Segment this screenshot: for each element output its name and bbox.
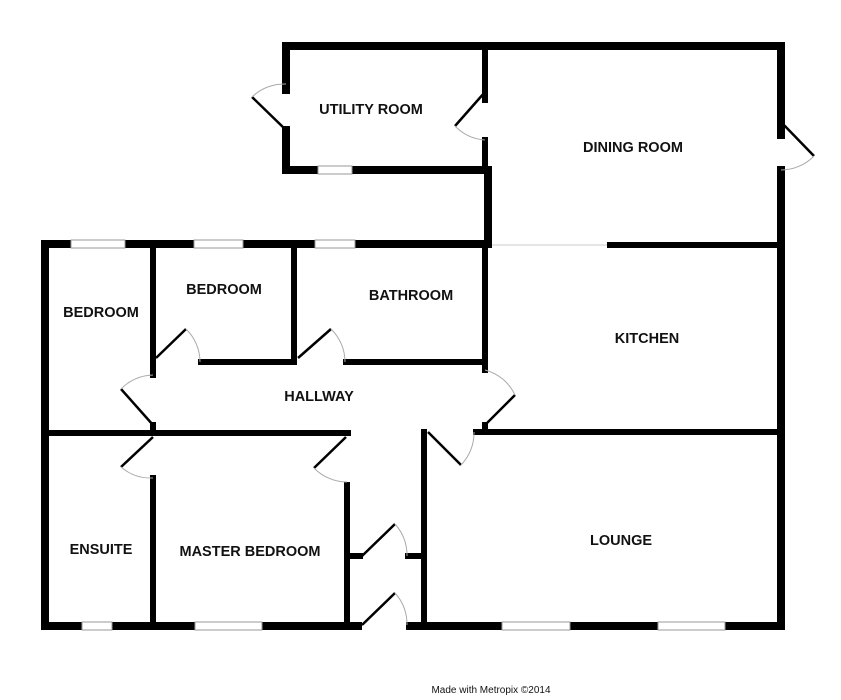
- room-labels: UTILITY ROOM DINING ROOM BEDROOM BEDROOM…: [63, 102, 683, 560]
- room-label-master-bedroom: MASTER BEDROOM: [180, 544, 321, 560]
- room-label-bedroom-1: BEDROOM: [63, 305, 139, 321]
- room-label-bathroom: BATHROOM: [369, 288, 453, 304]
- room-label-bedroom-2: BEDROOM: [186, 282, 262, 298]
- footer-credit: Made with Metropix ©2014: [431, 685, 551, 696]
- doors: [120, 83, 815, 626]
- room-label-utility: UTILITY ROOM: [319, 102, 423, 118]
- room-label-kitchen: KITCHEN: [615, 331, 679, 347]
- windows: [70, 165, 726, 631]
- walls: [41, 42, 785, 630]
- room-label-ensuite: ENSUITE: [70, 542, 133, 558]
- room-label-lounge: LOUNGE: [590, 533, 652, 549]
- room-label-hallway: HALLWAY: [284, 389, 354, 405]
- room-label-dining: DINING ROOM: [583, 140, 683, 156]
